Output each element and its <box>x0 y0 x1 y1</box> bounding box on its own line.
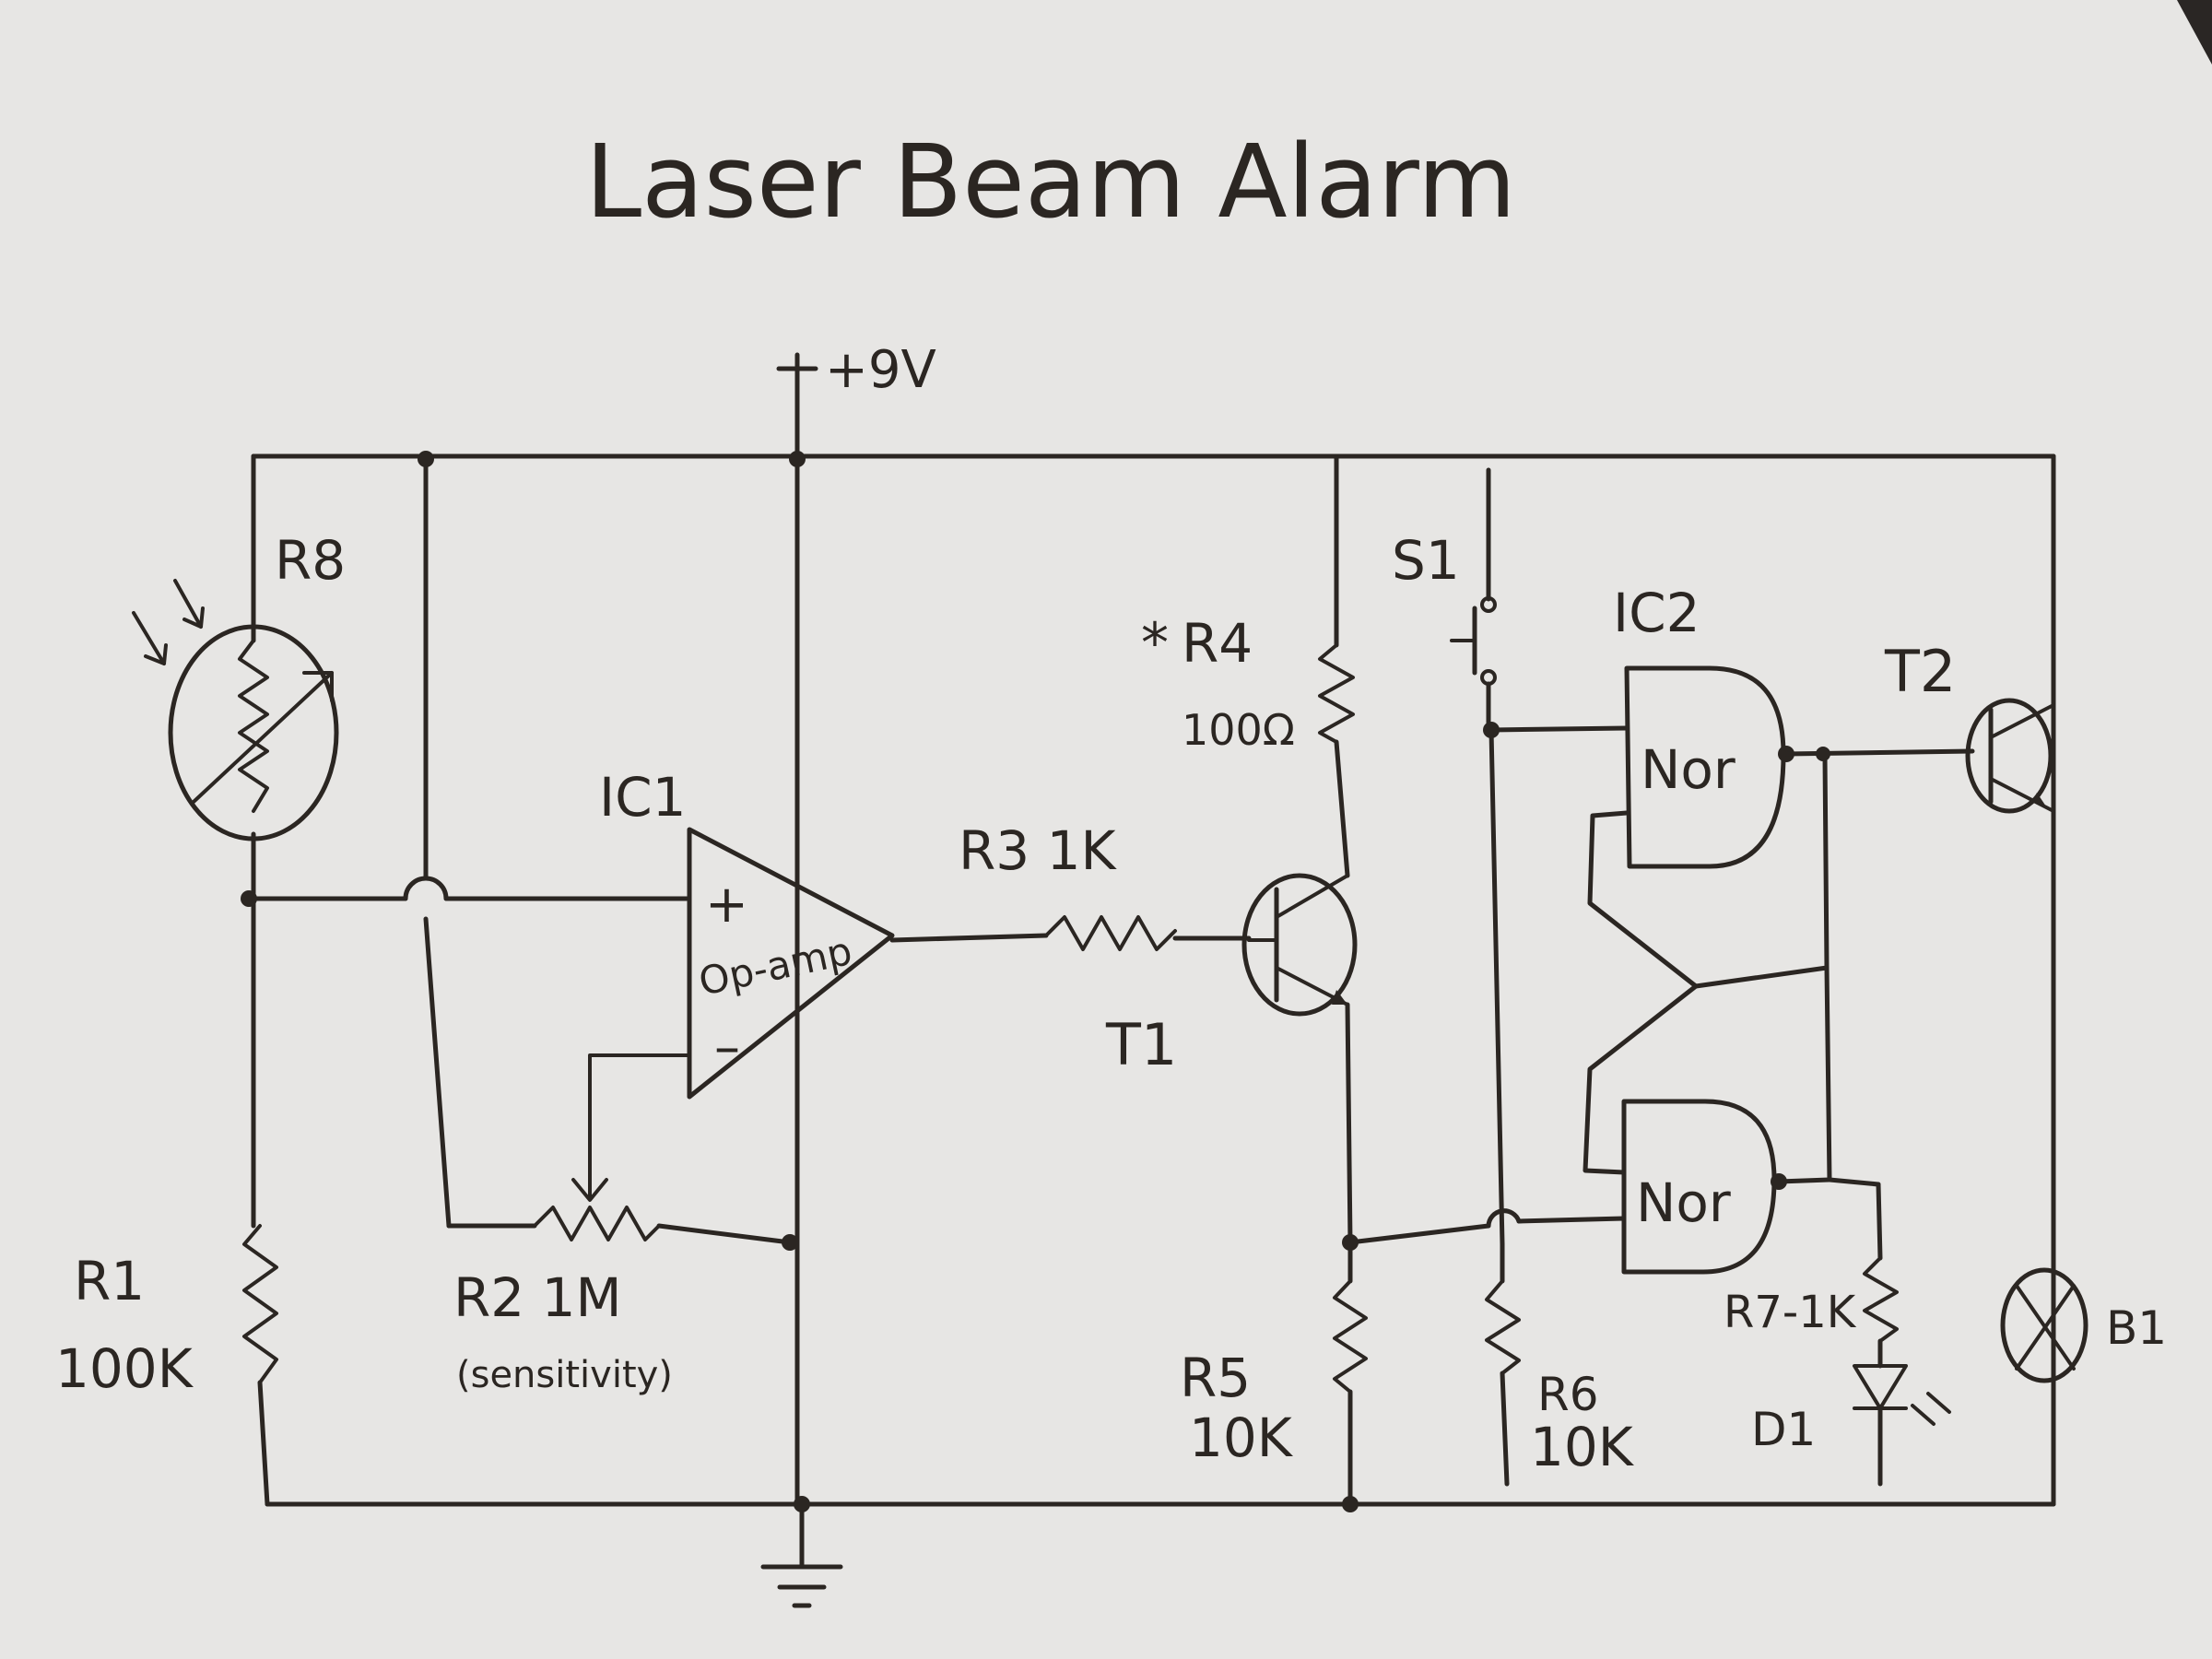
ic1-label: IC1 <box>599 766 687 829</box>
r7-label: R7-1K <box>1724 1287 1857 1338</box>
ic2-label: IC2 <box>1613 582 1700 644</box>
r2-note: (sensitivity) <box>456 1354 673 1396</box>
r4-star: * <box>1141 611 1169 676</box>
opamp-plus: + <box>705 875 748 935</box>
r8-label: R8 <box>275 529 346 592</box>
supply-label: +9V <box>825 340 936 400</box>
r3-label: R3 1K <box>959 819 1118 882</box>
supply-rail: +9V <box>251 340 2056 467</box>
t1-label: T1 <box>1105 1011 1177 1078</box>
r5-label: R5 <box>1180 1347 1251 1409</box>
r6-label: R6 <box>1537 1368 1599 1421</box>
r5-value: 10K <box>1189 1406 1294 1469</box>
s1-label: S1 <box>1392 529 1460 592</box>
ldr-r8 <box>132 579 339 841</box>
lamp-b1 <box>2000 1267 2088 1383</box>
r1-label: R1 <box>74 1250 145 1312</box>
r2-label: R2 1M <box>453 1266 622 1329</box>
d1-label: D1 <box>1751 1403 1816 1456</box>
resistor-r5 <box>1333 1279 1368 1394</box>
transistor-t2 <box>1965 698 2055 814</box>
resistor-r6 <box>1485 1279 1521 1375</box>
b1-label: B1 <box>2106 1301 2167 1355</box>
resistor-r4 <box>1318 643 1355 744</box>
nor-bottom-label: Nor <box>1636 1171 1731 1234</box>
potentiometer-r2 <box>533 1053 691 1241</box>
diagram-title: Laser Beam Alarm <box>585 123 1516 241</box>
switch-s1 <box>1450 467 1500 738</box>
r6-value: 10K <box>1530 1416 1635 1478</box>
resistor-r3 <box>1044 915 1177 951</box>
r4-label: R4 <box>1182 612 1253 675</box>
r1-value: 100K <box>55 1337 194 1400</box>
resistor-r1 <box>242 1224 278 1384</box>
opamp-minus: – <box>714 1018 740 1077</box>
opamp-ic1 <box>687 827 895 1100</box>
r4-value: 100Ω <box>1182 705 1295 755</box>
nor-top-label: Nor <box>1641 738 1735 801</box>
t2-label: T2 <box>1884 638 1956 705</box>
transistor-t1 <box>1241 873 1358 1017</box>
resistor-r7 <box>1863 1256 1899 1343</box>
